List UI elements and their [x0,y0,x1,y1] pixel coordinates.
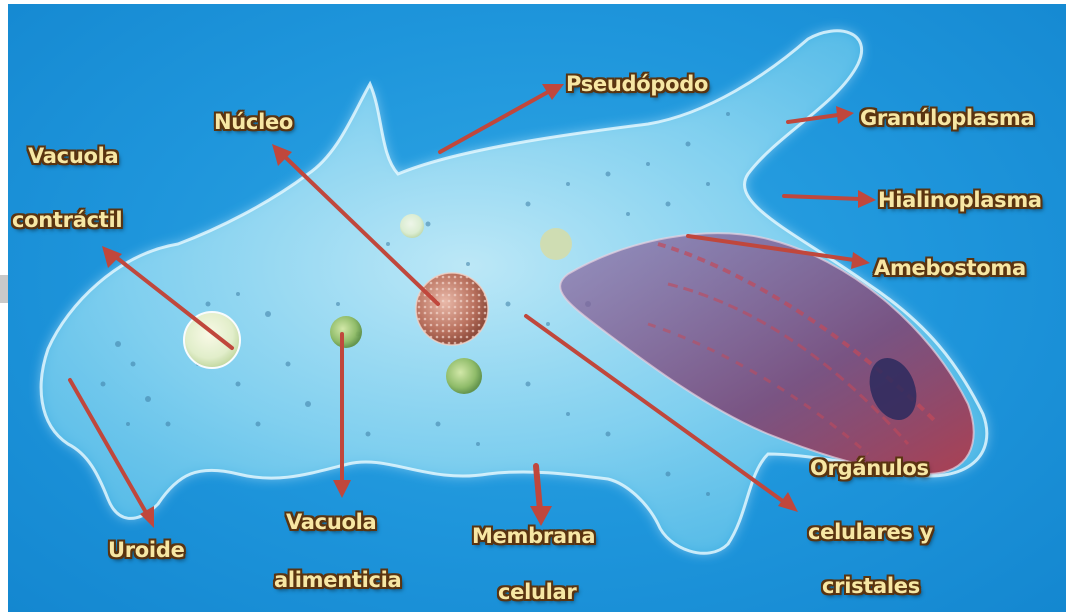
label-membrana-celular-1: Membrana [472,526,595,547]
label-organulos-2: celulares y [808,522,933,543]
label-granuloplasma: Granúloplasma [860,108,1034,129]
label-nucleo: Núcleo [214,112,293,133]
label-pseudopodo: Pseudópodo [566,74,708,95]
label-vacuola-alimenticia-2: alimenticia [274,570,401,591]
label-amebostoma: Amebostoma [874,258,1026,279]
label-organulos-3: cristales [822,576,920,597]
amoeba-diagram: Pseudópodo Núcleo Vacuola contráctil Gra… [8,4,1066,612]
label-organulos-1: Orgánulos [810,458,929,479]
label-hialinoplasma: Hialinoplasma [878,190,1042,211]
page-edge-mark [0,275,8,303]
label-uroide: Uroide [108,540,185,561]
label-vacuola-contractil-2: contráctil [12,210,122,231]
label-membrana-celular-2: celular [498,582,576,603]
label-vacuola-alimenticia-1: Vacuola [286,512,376,533]
label-vacuola-contractil-1: Vacuola [28,146,118,167]
